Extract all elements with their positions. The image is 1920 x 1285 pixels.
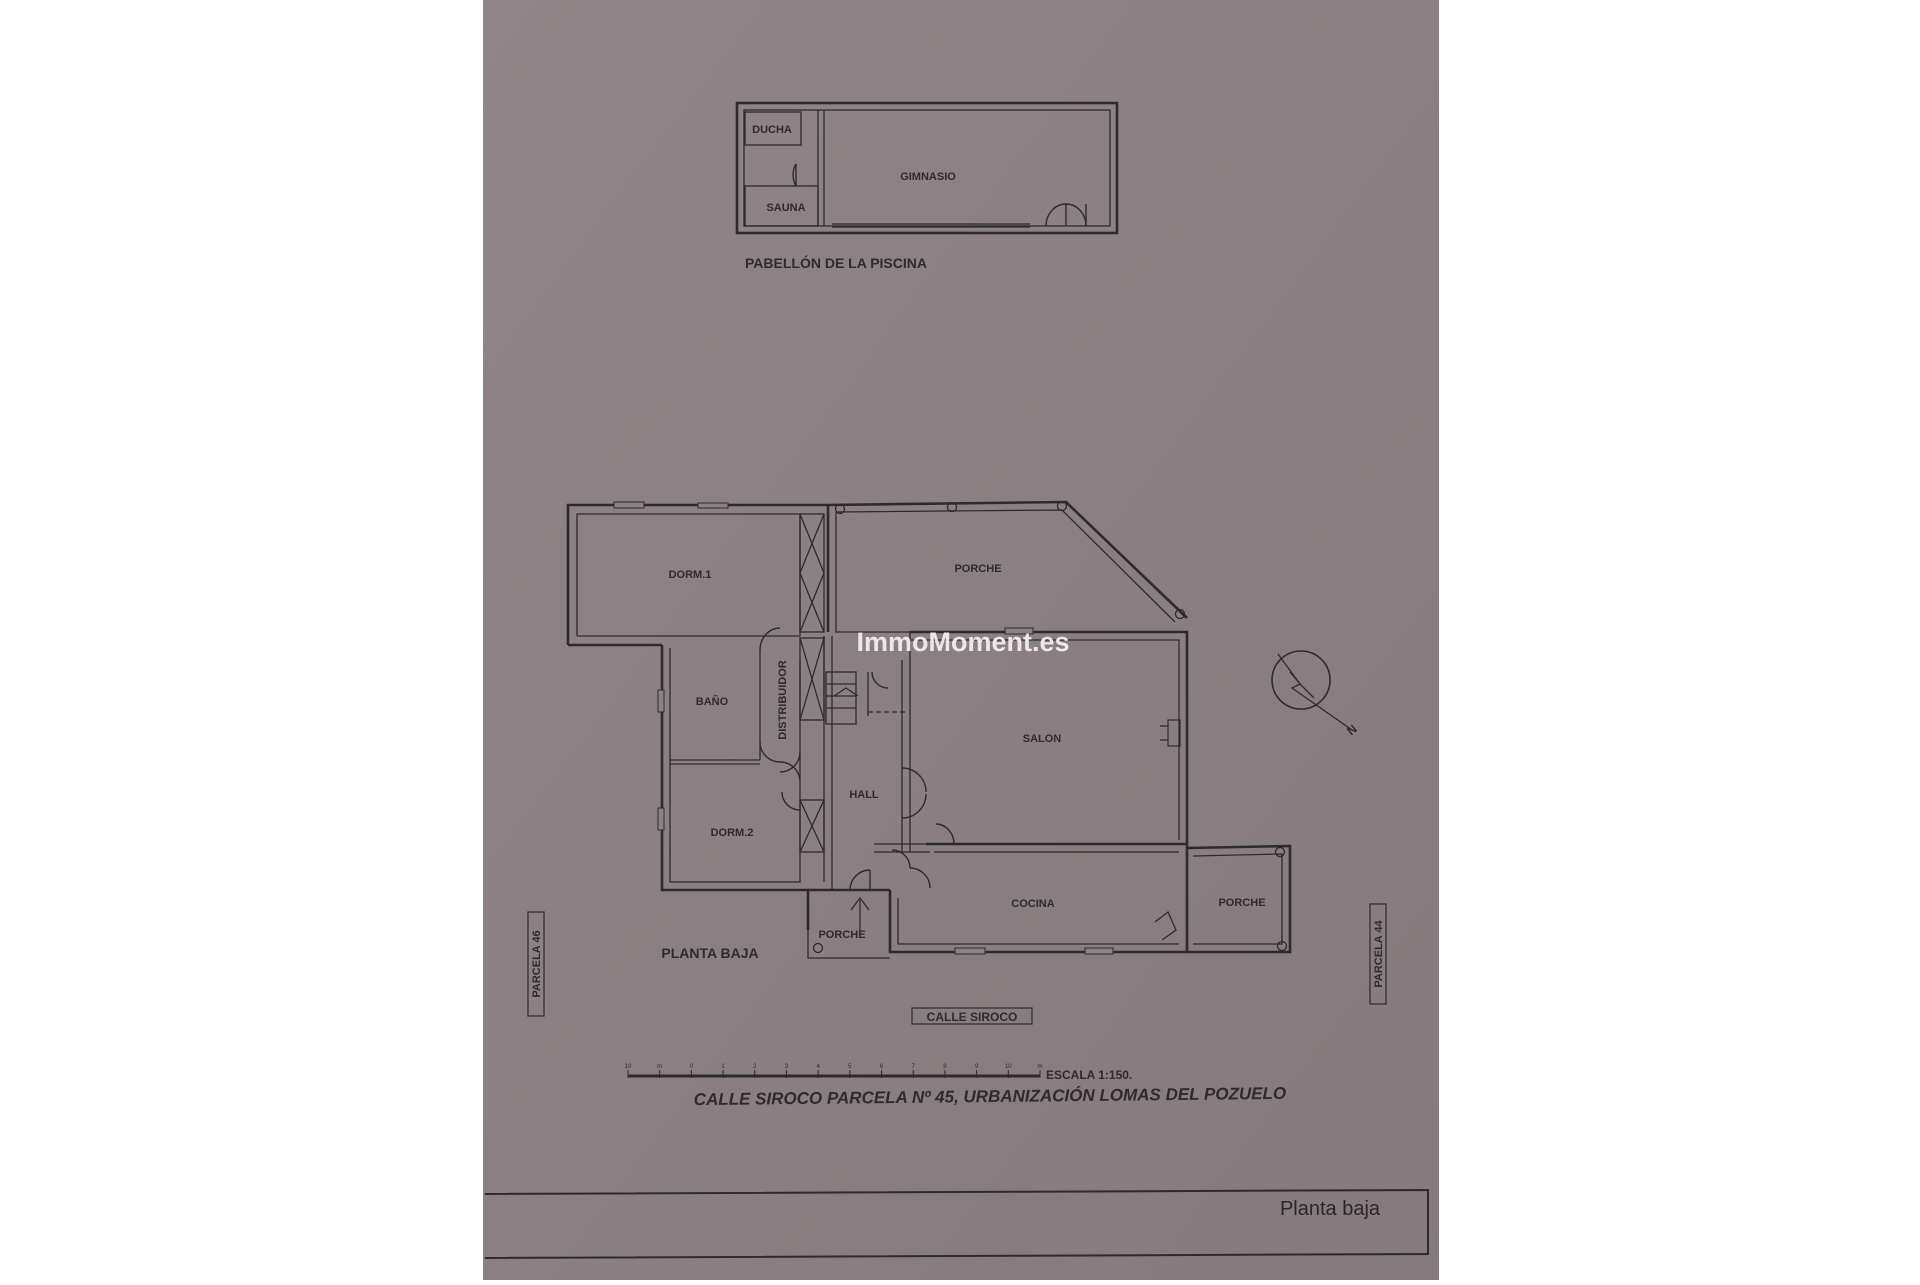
street-tag: CALLE SIROCO [911,1007,1033,1025]
room-label-hall: HALL [849,789,879,801]
room-label-kitchen: COCINA [1011,898,1054,910]
room-label-porch-top: PORCHE [954,563,1001,575]
room-label-shower: DUCHA [752,124,792,136]
scale-label: ESCALA 1:150. [1046,1068,1132,1082]
scale-tick-label: 7 [912,1064,916,1070]
scale-tick-label: 1 [721,1064,725,1070]
scale-tick-label: 5 [848,1064,852,1070]
scale-tick-label: 10 [1005,1064,1012,1070]
scale-tick-label: 0 [690,1064,694,1070]
room-label-sauna: SAUNA [766,202,805,214]
scale-tick-label: 9 [975,1064,979,1070]
watermark: ImmoMoment.es [856,627,1069,657]
pool-pavilion-caption: PABELLÓN DE LA PISCINA [745,254,927,271]
street-label: CALLE SIROCO [927,1010,1018,1024]
scale-tick-label: 3 [785,1064,789,1070]
scale-tick-label: 10 [625,1064,632,1070]
room-label-bedroom1: DORM.1 [669,569,712,581]
neighbor-left-label: PARCELA 46 [531,930,543,997]
room-label-living-room: SALON [1023,733,1062,745]
scale-tick-label: 4 [816,1064,820,1070]
room-label-porch-entry: PORCHE [818,929,865,941]
scale-tick-label: m [657,1064,662,1070]
neighbor-right-label: PARCELA 44 [1373,920,1385,988]
scale-bar: 10 m 0 1 2 3 4 5 6 7 8 9 10 m ESCALA 1:150. [625,1064,1133,1082]
neighbor-left-tag: PARCELA 46 [527,911,545,1017]
room-label-gym: GIMNASIO [900,171,956,183]
pool-pavilion: DUCHA SAUNA GIMNASIO [735,101,1119,235]
title-block: Planta baja [484,1188,1429,1259]
scale-tick-label: 8 [943,1064,947,1070]
room-label-porch-right: PORCHE [1218,897,1265,909]
room-label-distributor: DISTRIBUIDOR [777,660,789,740]
footer-label: Planta baja [1280,1198,1381,1220]
room-label-bathroom: BAÑO [696,695,729,708]
scale-tick-label: m [1038,1064,1043,1070]
scale-tick-label: 6 [880,1064,884,1070]
neighbor-right-tag: PARCELA 44 [1369,903,1387,1005]
ground-floor-plan: DORM.1 PORCHE BAÑO DISTRIBUIDOR SALON HA… [566,500,1292,959]
scale-tick-label: 2 [753,1064,757,1070]
ground-floor-caption: PLANTA BAJA [661,945,758,961]
room-label-bedroom2: DORM.2 [711,827,754,839]
